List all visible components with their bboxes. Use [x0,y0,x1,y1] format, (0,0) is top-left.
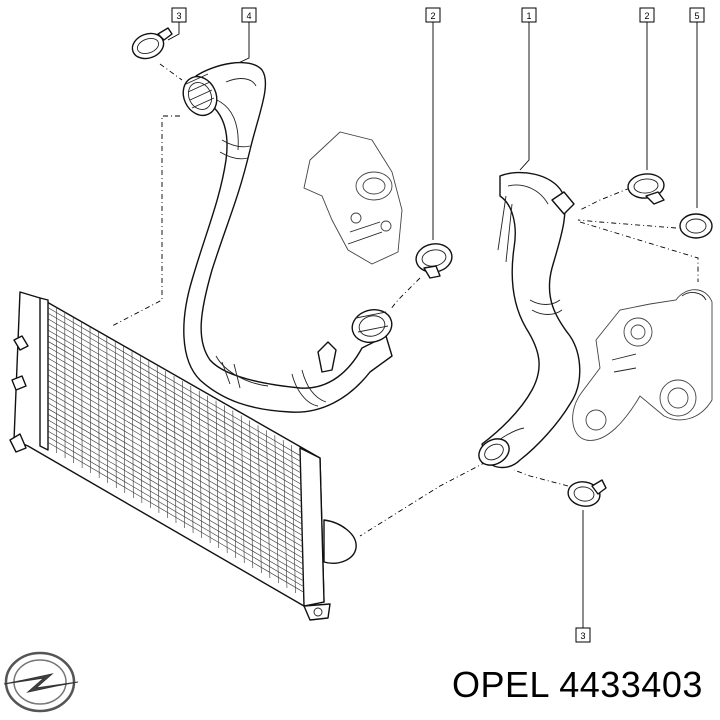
callout-5: 5 [689,7,705,23]
intercooler-hose-left [182,61,393,413]
callout-3-bottom: 3 [575,627,591,643]
pipe-connector [351,309,393,343]
callout-2-right: 2 [639,7,655,23]
callout-4-label: 4 [246,11,251,21]
callout-2-center-label: 2 [430,11,435,21]
callout-3-top-left-label: 3 [176,11,181,21]
part-number-label: OPEL 4433403 [452,664,703,705]
seal-ring [679,213,713,239]
hose-clamp-bottom [567,479,607,507]
callout-3-bottom-label: 3 [580,631,585,641]
throttle-body-housing [303,131,403,265]
callout-1-label: 1 [526,11,531,21]
callout-2-center: 2 [425,7,441,23]
callout-3-top-left: 3 [171,7,187,23]
opel-logo-icon [3,651,79,713]
intercooler-core [9,291,357,621]
hose-clamp-top-left [131,27,173,60]
intercooler-fins [47,306,304,594]
callout-5-label: 5 [694,11,699,21]
callout-2-right-label: 2 [644,11,649,21]
turbocharger-housing [572,289,713,441]
intercooler-hose-right [478,171,581,469]
hose-clamp-center [415,243,453,279]
callout-4: 4 [241,7,257,23]
callout-1: 1 [521,7,537,23]
hose-clamp-right [627,173,665,205]
